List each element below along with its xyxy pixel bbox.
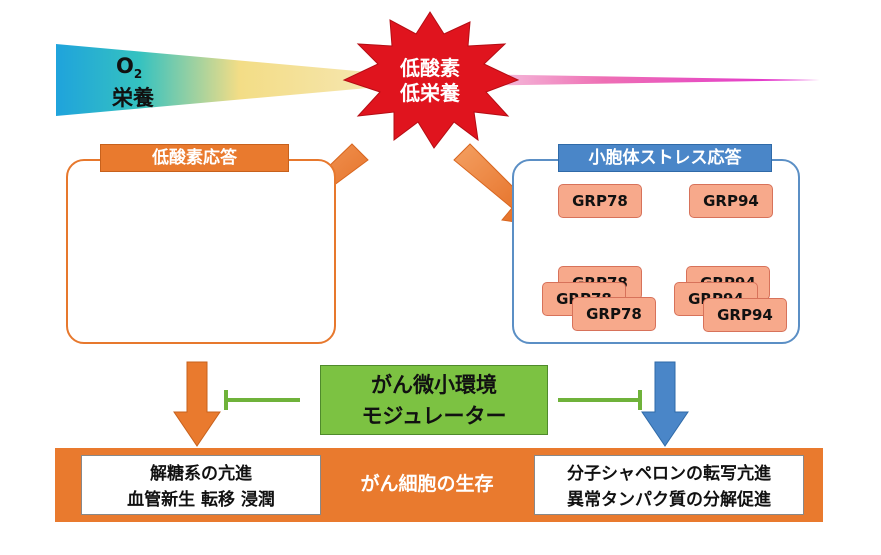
grp94-top: GRP94 xyxy=(689,184,773,218)
cancer-cell-survival-label: がん細胞の生存 xyxy=(360,473,494,495)
hypoxia-response-panel xyxy=(66,159,336,344)
hypoxia-wedge xyxy=(460,74,820,86)
hif-stack-label-2: HIF-1α xyxy=(153,289,217,309)
grp94-stack-3: GRP94 xyxy=(703,298,787,332)
er-stress-outcomes-box: 分子シャペロンの転写亢進 異常タンパク質の分解促進 xyxy=(534,455,804,515)
hypoxia-starburst xyxy=(342,11,520,149)
er-stress-response-title: 小胞体ストレス応答 xyxy=(558,144,772,172)
hypoxia-response-title: 低酸素応答 xyxy=(100,144,289,172)
hif-top-label: HIF-1α xyxy=(167,189,231,209)
oxygen-label: O2 xyxy=(116,54,143,82)
oxygen-nutrient-wedge xyxy=(56,44,390,116)
hif-stack-label-1: HIF-1α xyxy=(167,275,231,295)
big-orange-down-arrow xyxy=(173,361,221,447)
grp78-top: GRP78 xyxy=(558,184,642,218)
hypoxia-outcomes-box: 解糖系の亢進 血管新生 転移 浸潤 xyxy=(81,455,321,515)
tumor-microenvironment-modulator: がん微小環境 モジュレーター xyxy=(320,365,548,435)
big-blue-down-arrow xyxy=(641,361,689,447)
grp78-stack-3: GRP78 xyxy=(572,297,656,331)
hif-stack-label-3: HIF-1α xyxy=(167,305,231,325)
nutrient-label: 栄養 xyxy=(112,86,154,110)
hypoxia-starburst-label: 低酸素 低栄養 xyxy=(400,56,460,105)
